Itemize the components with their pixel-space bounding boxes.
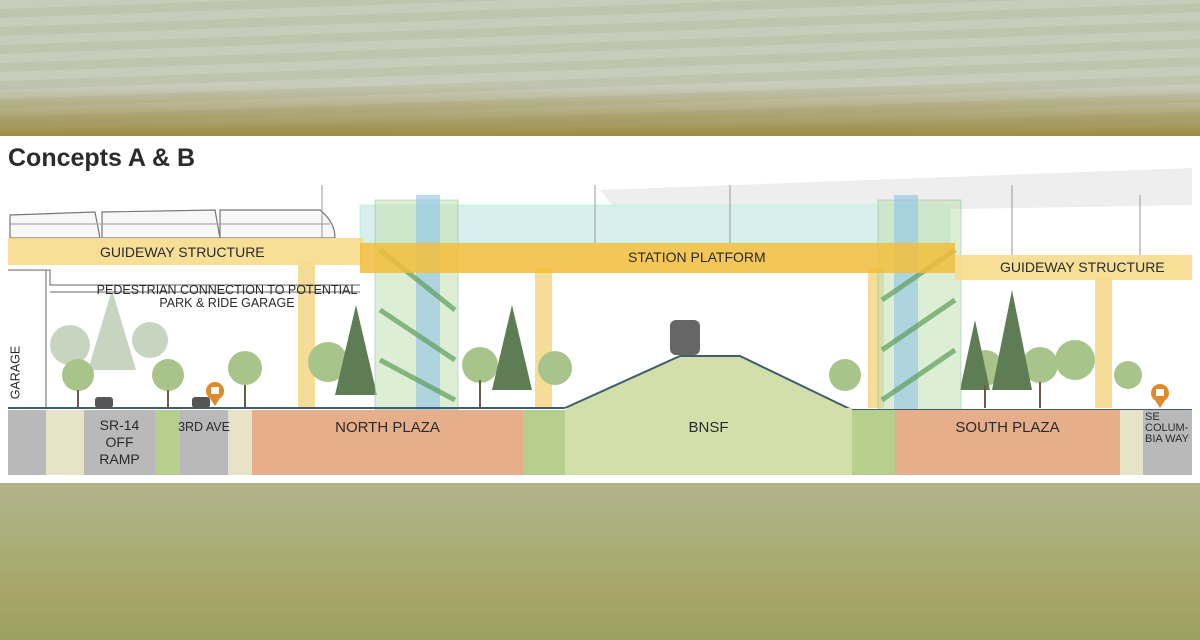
segment-3rd-ave: 3RD AVE bbox=[178, 420, 230, 434]
guideway-structure-label-right: GUIDEWAY STRUCTURE bbox=[1000, 259, 1165, 275]
distant-guideway bbox=[600, 168, 1192, 215]
station-platform-label: STATION PLATFORM bbox=[628, 249, 766, 265]
ground-segments bbox=[8, 408, 1192, 475]
segment-se-columbia-way: SE COLUM- BIA WAY bbox=[1145, 412, 1189, 445]
guideway-band-left bbox=[8, 238, 363, 265]
segment-north-plaza: NORTH PLAZA bbox=[335, 419, 440, 436]
car-icons bbox=[95, 397, 210, 408]
bus-stop-icon-north bbox=[206, 382, 224, 406]
bus-stop-icon-south bbox=[1151, 384, 1169, 408]
garage-outline bbox=[8, 269, 360, 408]
segment-south-plaza: SOUTH PLAZA bbox=[955, 419, 1060, 436]
pedestrian-connection-line-1: PEDESTRIAN CONNECTION TO POTENTIAL bbox=[96, 283, 358, 297]
train-icon bbox=[9, 209, 336, 239]
catenary-poles bbox=[321, 185, 1141, 255]
diagram-graphics bbox=[8, 168, 1192, 475]
se-columbia-line-1: SE bbox=[1145, 411, 1160, 423]
sr14-line-1: SR-14 bbox=[99, 417, 140, 433]
segment-bnsf: BNSF bbox=[688, 419, 729, 436]
pedestrian-connection-line-2: PARK & RIDE GARAGE bbox=[159, 296, 295, 310]
se-columbia-line-3: BIA WAY bbox=[1145, 433, 1190, 445]
guideway-band-right bbox=[955, 255, 1192, 280]
guideway-structure-label-left: GUIDEWAY STRUCTURE bbox=[100, 244, 265, 260]
blurred-background-top bbox=[0, 0, 1200, 136]
segment-sr14: SR-14 OFF RAMP bbox=[84, 417, 155, 468]
page-title: Concepts A & B bbox=[8, 144, 196, 172]
stair-tower-south bbox=[877, 195, 962, 411]
garage-label: GARAGE bbox=[8, 345, 23, 400]
stair-tower-north bbox=[374, 195, 459, 411]
se-columbia-line-2: COLUM- bbox=[1145, 422, 1189, 434]
station-platform-band bbox=[360, 243, 955, 273]
bnsf-berm bbox=[565, 356, 852, 410]
cross-section-diagram: Concepts A & B GUIDEWAY STRUCTURE STATIO… bbox=[0, 136, 1200, 483]
blurred-background-bottom bbox=[0, 483, 1200, 640]
trees bbox=[50, 290, 1142, 408]
rail-car-icon bbox=[670, 320, 700, 355]
pedestrian-connection-label: PEDESTRIAN CONNECTION TO POTENTIAL PARK … bbox=[96, 284, 358, 310]
sr14-line-2: OFF RAMP bbox=[99, 434, 140, 467]
